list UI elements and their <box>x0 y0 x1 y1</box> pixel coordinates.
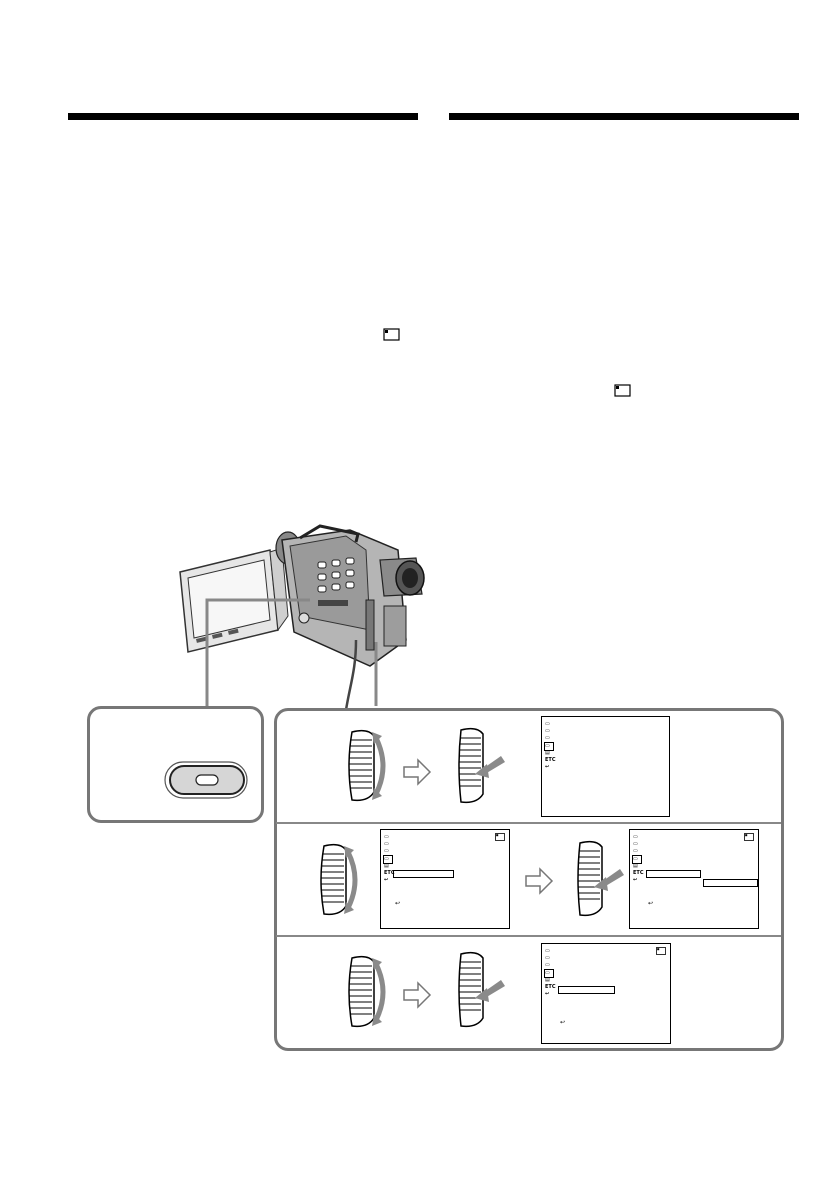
return-icon: ↩ <box>648 901 654 907</box>
menu-item-icon: ▤ <box>633 862 638 869</box>
control-dial-rotate[interactable] <box>342 952 392 1032</box>
etc-label: ETC <box>384 869 395 876</box>
control-dial-press[interactable] <box>455 726 507 806</box>
next-step-arrow <box>403 982 431 1008</box>
menu-button-panel <box>87 706 264 823</box>
menu-screen-3: ▭ ▭ ▭ ▭ ▤ ETC ↩ ↩ <box>629 829 759 929</box>
cassette-icon <box>383 328 400 341</box>
menu-item-icon: ▤ <box>545 976 550 983</box>
menu-item-icon: ▭ <box>383 854 393 864</box>
menu-item-icon: ▭ <box>545 955 550 962</box>
menu-item-icon: ▭ <box>632 854 642 864</box>
menu-item-icon: ▭ <box>545 728 550 735</box>
menu-item-icon: ▭ <box>633 848 638 855</box>
menu-item-icon: ▭ <box>384 848 389 855</box>
menu-item-icon: ▭ <box>384 834 389 840</box>
next-step-arrow <box>403 759 431 785</box>
cassette-icon <box>495 833 505 841</box>
menu-item-icon: ▭ <box>544 968 554 978</box>
step-divider-1 <box>276 822 781 824</box>
camcorder-illustration <box>179 524 425 710</box>
menu-item-icon: ▭ <box>545 735 550 742</box>
menu-item-icon: ▤ <box>384 862 389 869</box>
return-icon: ↩ <box>545 764 550 771</box>
control-dial-press[interactable] <box>455 950 507 1030</box>
menu-screen-1: ▭ ▭ ▭ ▭ ▤ ETC ↩ <box>541 716 670 817</box>
step-divider-2 <box>276 935 781 937</box>
selection-frame <box>558 986 615 994</box>
cassette-icon <box>656 947 666 955</box>
etc-label: ETC <box>545 756 556 763</box>
cassette-icon <box>614 384 631 397</box>
left-column-rule <box>68 113 418 120</box>
menu-item-icon: ▤ <box>545 749 550 756</box>
menu-screen-2: ▭ ▭ ▭ ▭ ▤ ETC ↩ ↩ <box>380 829 510 929</box>
menu-item-icon: ▭ <box>633 841 638 848</box>
return-icon: ↩ <box>545 991 550 998</box>
return-icon: ↩ <box>633 877 638 884</box>
menu-item-icon: ▭ <box>384 841 389 848</box>
selection-frame <box>646 870 701 878</box>
menu-screen-4: ▭ ▭ ▭ ▭ ▤ ETC ↩ ↩ <box>541 943 671 1044</box>
menu-button[interactable] <box>163 759 249 801</box>
control-dial-rotate[interactable] <box>314 840 364 920</box>
menu-item-icon: ▭ <box>544 741 554 751</box>
option-highlight <box>703 879 758 887</box>
etc-label: ETC <box>633 869 644 876</box>
menu-item-icon: ▭ <box>545 948 550 954</box>
cassette-icon <box>744 833 754 841</box>
return-icon: ↩ <box>560 1020 566 1026</box>
control-dial-press[interactable] <box>574 839 626 919</box>
next-step-arrow <box>525 868 553 894</box>
menu-item-icon: ▭ <box>545 721 550 727</box>
return-icon: ↩ <box>395 901 401 907</box>
selection-frame <box>393 870 454 878</box>
return-icon: ↩ <box>384 877 389 884</box>
right-column-rule <box>449 113 799 120</box>
etc-label: ETC <box>545 983 556 990</box>
menu-item-icon: ▭ <box>633 834 638 840</box>
menu-item-icon: ▭ <box>545 962 550 969</box>
control-dial-rotate[interactable] <box>342 726 392 806</box>
